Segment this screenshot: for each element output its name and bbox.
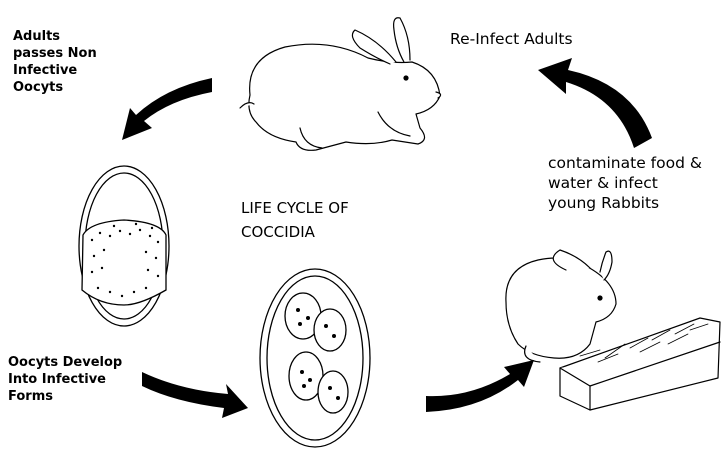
- arrow-to-young-rabbit: [426, 360, 534, 412]
- adult-rabbit-illustration: [239, 17, 442, 151]
- oocysts-develop-label: Oocyts Develop Into Infective Forms: [8, 355, 123, 404]
- adults-pass-oocysts-label: Adults passes Non Infective Oocyts: [13, 29, 97, 95]
- arrow-to-infective-oocyst: [142, 372, 248, 418]
- young-rabbit-feeding-illustration: [505, 249, 721, 411]
- contaminate-food-label: contaminate food & water & infect young …: [548, 154, 702, 213]
- reinfect-adults-label: Re-Infect Adults: [450, 30, 573, 48]
- arrow-to-oocyst: [122, 78, 212, 140]
- non-infective-oocyst-illustration: [78, 165, 170, 327]
- infective-oocyst-illustration: [259, 268, 371, 448]
- arrow-to-adult-rabbit: [538, 58, 652, 148]
- diagram-title: LIFE CYCLE OF COCCIDIA: [241, 199, 349, 241]
